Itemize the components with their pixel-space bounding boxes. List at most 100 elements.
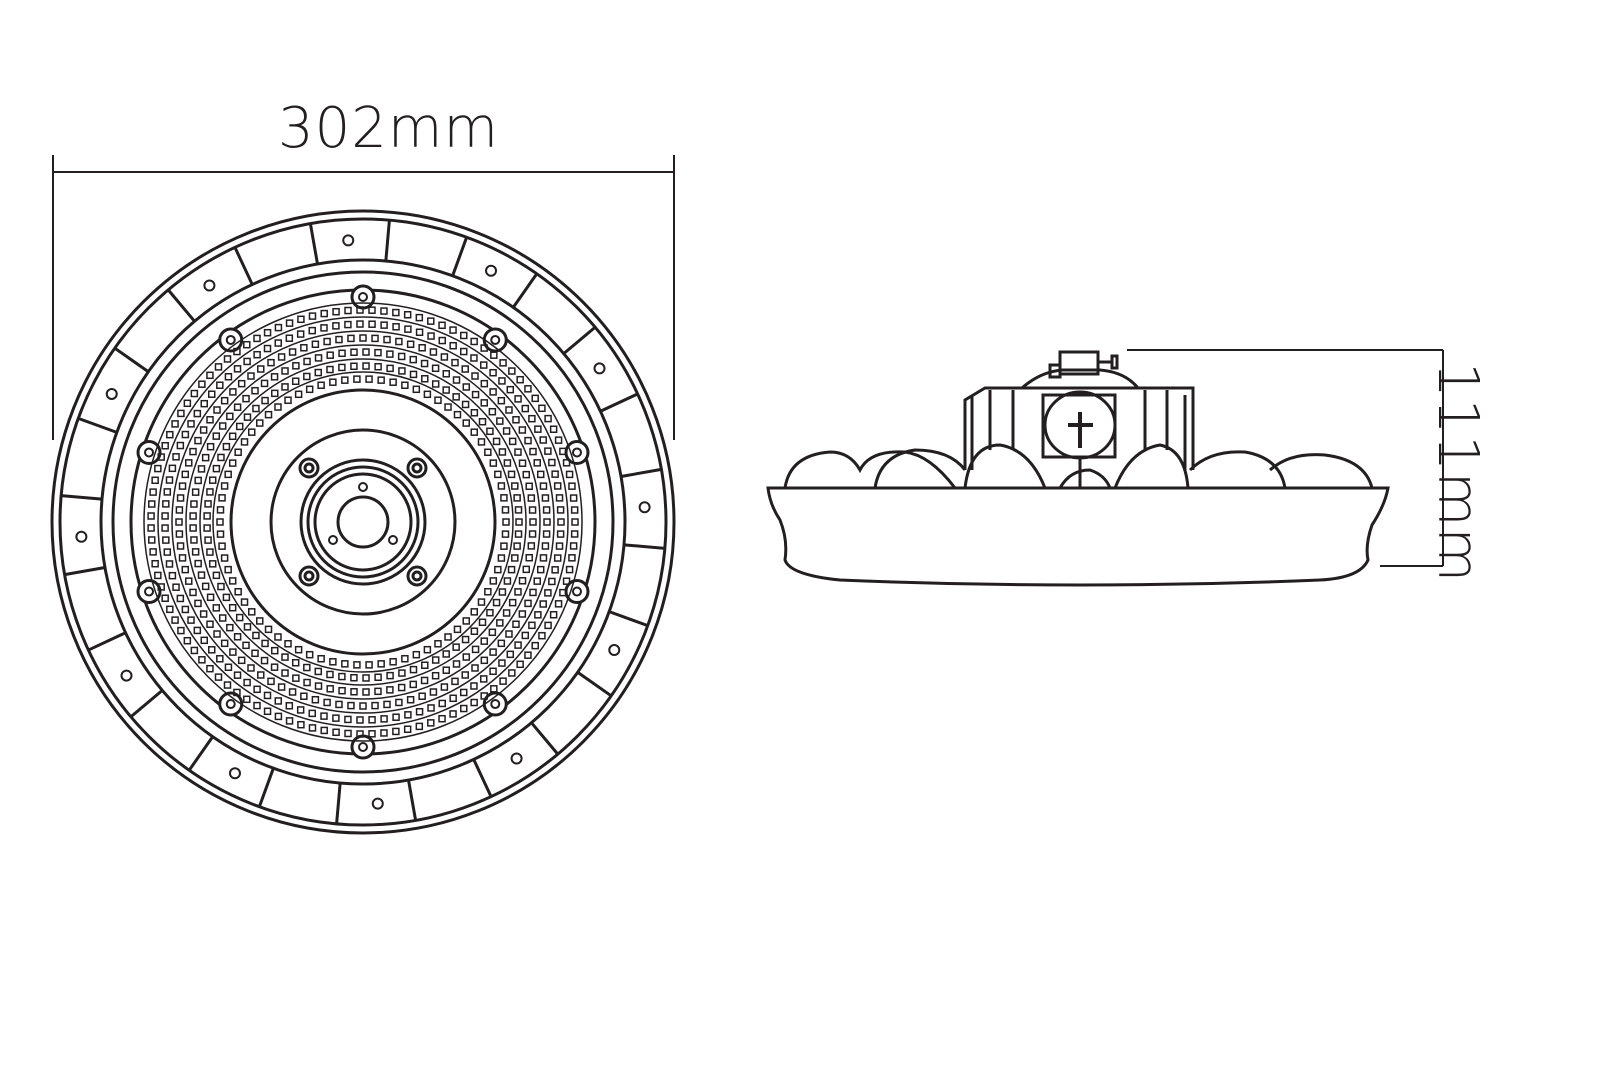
led bbox=[176, 441, 185, 450]
led bbox=[338, 672, 346, 681]
led bbox=[556, 530, 565, 538]
led bbox=[235, 613, 244, 622]
led bbox=[516, 375, 524, 384]
led bbox=[397, 352, 406, 361]
led bbox=[488, 407, 497, 416]
led bbox=[300, 344, 308, 352]
led bbox=[212, 464, 221, 473]
led bbox=[303, 678, 311, 687]
led bbox=[470, 627, 479, 635]
led bbox=[470, 409, 479, 417]
led bbox=[235, 422, 244, 431]
screw-head bbox=[490, 699, 501, 710]
led bbox=[386, 364, 394, 373]
led bbox=[438, 336, 446, 345]
led bbox=[518, 426, 527, 434]
led bbox=[199, 426, 208, 434]
spoke bbox=[87, 631, 127, 652]
led bbox=[431, 671, 440, 680]
led bbox=[442, 650, 450, 658]
led bbox=[208, 390, 216, 398]
led bbox=[453, 410, 462, 419]
led bbox=[163, 488, 172, 496]
led bbox=[204, 500, 212, 508]
led bbox=[296, 706, 305, 714]
led bbox=[527, 542, 536, 550]
hub-screw bbox=[298, 565, 320, 587]
width-dimension-line bbox=[52, 155, 675, 440]
led bbox=[260, 379, 269, 388]
led bbox=[329, 658, 337, 666]
led bbox=[559, 447, 567, 456]
hub-ring bbox=[299, 458, 427, 586]
led bbox=[281, 669, 289, 677]
led bbox=[253, 701, 261, 710]
led bbox=[292, 362, 300, 370]
led bbox=[201, 453, 210, 462]
led bbox=[338, 349, 346, 358]
led bbox=[539, 554, 548, 562]
led bbox=[314, 682, 323, 690]
led bbox=[531, 641, 539, 650]
led bbox=[223, 355, 232, 363]
led bbox=[374, 348, 382, 357]
led bbox=[323, 337, 331, 346]
led bbox=[470, 428, 479, 436]
rib-hole bbox=[593, 362, 606, 375]
led bbox=[570, 506, 579, 514]
led bbox=[247, 428, 256, 436]
led bbox=[462, 617, 470, 625]
led bbox=[525, 482, 533, 491]
led bbox=[401, 381, 409, 390]
led bbox=[197, 571, 206, 579]
led bbox=[212, 571, 221, 580]
led bbox=[181, 605, 190, 614]
led bbox=[453, 625, 462, 634]
led bbox=[168, 464, 177, 473]
spoke bbox=[620, 467, 662, 478]
led bbox=[228, 432, 237, 441]
led bbox=[368, 730, 376, 738]
led bbox=[356, 730, 364, 738]
led bbox=[522, 470, 531, 479]
led bbox=[527, 494, 536, 502]
led bbox=[185, 459, 193, 467]
led bbox=[462, 383, 471, 391]
led bbox=[271, 389, 279, 398]
led bbox=[338, 363, 346, 372]
led bbox=[193, 409, 202, 418]
led-ring bbox=[171, 330, 555, 714]
led bbox=[203, 512, 211, 520]
led bbox=[292, 674, 300, 682]
led bbox=[224, 565, 232, 574]
rib-hole bbox=[75, 530, 88, 543]
led bbox=[162, 536, 170, 544]
led bbox=[206, 416, 214, 424]
led bbox=[213, 630, 221, 638]
led bbox=[508, 367, 516, 375]
led bbox=[285, 717, 294, 725]
led bbox=[166, 430, 174, 439]
led bbox=[452, 393, 460, 401]
led bbox=[497, 396, 506, 405]
led bbox=[542, 530, 551, 538]
led bbox=[374, 687, 382, 696]
led bbox=[489, 459, 498, 467]
led bbox=[161, 512, 169, 520]
led bbox=[553, 554, 562, 562]
led bbox=[198, 656, 206, 664]
led bbox=[556, 506, 565, 514]
led bbox=[529, 518, 537, 526]
spoke bbox=[512, 272, 539, 309]
led bbox=[189, 524, 197, 532]
led bbox=[251, 386, 259, 395]
led bbox=[494, 565, 502, 574]
led bbox=[359, 334, 367, 342]
led bbox=[486, 608, 494, 617]
led bbox=[311, 340, 320, 349]
led bbox=[533, 577, 541, 585]
led bbox=[161, 441, 169, 450]
led bbox=[233, 403, 242, 411]
led bbox=[502, 609, 511, 617]
led bbox=[308, 709, 316, 718]
